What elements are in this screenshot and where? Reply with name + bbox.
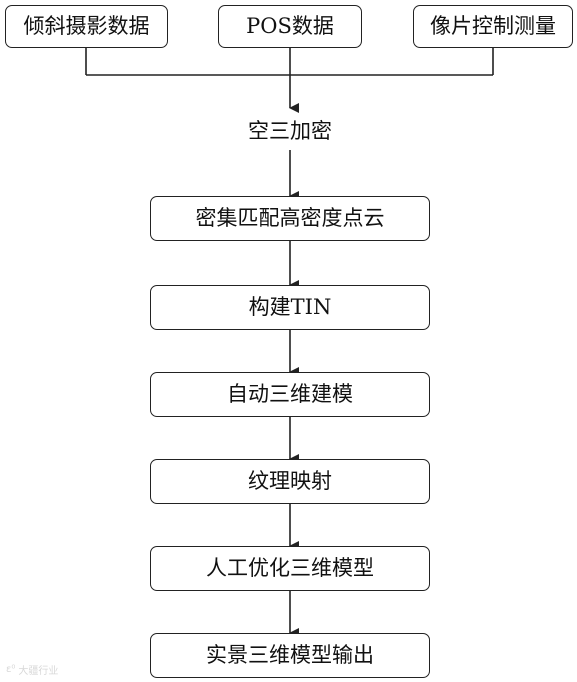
aerial-triangulation-text: 空三加密 bbox=[248, 118, 332, 143]
input-control-survey-label: 像片控制测量 bbox=[430, 14, 556, 38]
auto-modeling-label: 自动三维建模 bbox=[227, 382, 353, 406]
input-control-survey-box: 像片控制测量 bbox=[413, 5, 573, 48]
input-pos-label: POS数据 bbox=[246, 14, 334, 38]
texture-mapping-box: 纹理映射 bbox=[150, 459, 430, 504]
output-box: 实景三维模型输出 bbox=[150, 633, 430, 678]
input-oblique-photo-box: 倾斜摄影数据 bbox=[5, 5, 168, 48]
build-tin-label: 构建TIN bbox=[248, 295, 332, 319]
dense-matching-box: 密集匹配高密度点云 bbox=[150, 196, 430, 241]
watermark-logo-icon: ε⁰ bbox=[6, 664, 16, 675]
input-oblique-photo-label: 倾斜摄影数据 bbox=[23, 14, 150, 38]
dense-matching-label: 密集匹配高密度点云 bbox=[195, 206, 385, 230]
build-tin-box: 构建TIN bbox=[150, 285, 430, 330]
auto-modeling-box: 自动三维建模 bbox=[150, 372, 430, 417]
manual-optimization-label: 人工优化三维模型 bbox=[206, 556, 374, 580]
output-label: 实景三维模型输出 bbox=[206, 643, 374, 667]
watermark: ε⁰ 大疆行业 bbox=[6, 662, 58, 677]
input-pos-box: POS数据 bbox=[218, 5, 362, 48]
manual-optimization-box: 人工优化三维模型 bbox=[150, 546, 430, 591]
aerial-triangulation-label: 空三加密 bbox=[215, 113, 365, 149]
watermark-text: 大疆行业 bbox=[18, 666, 59, 677]
texture-mapping-label: 纹理映射 bbox=[248, 469, 332, 493]
